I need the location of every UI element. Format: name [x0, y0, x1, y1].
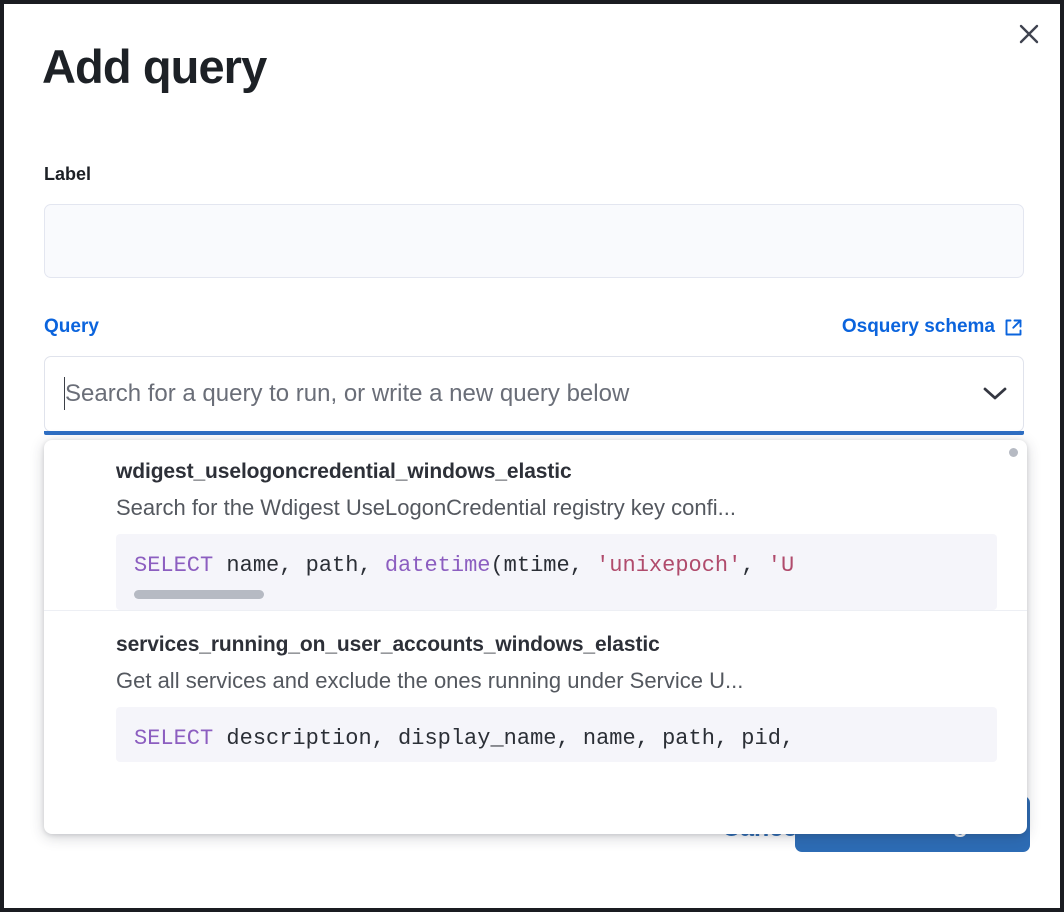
- code-tokens: SELECT name, path, datetime(mtime, 'unix…: [134, 553, 795, 578]
- label-input[interactable]: [44, 204, 1024, 278]
- query-combobox: [44, 356, 1024, 436]
- osquery-schema-link-label: Osquery schema: [841, 316, 995, 337]
- osquery-schema-link[interactable]: Osquery schema: [842, 316, 1024, 338]
- query-section-label: Query: [44, 316, 99, 337]
- code-tokens: SELECT description, display_name, name, …: [134, 725, 795, 751]
- dropdown-scrollbar-thumb[interactable]: [1009, 448, 1018, 457]
- list-item[interactable]: wdigest_uselogoncredential_windows_elast…: [44, 440, 1027, 610]
- list-item[interactable]: services_running_on_user_accounts_window…: [44, 609, 1027, 762]
- chevron-down-icon[interactable]: [967, 386, 1023, 402]
- external-link-icon: [1003, 316, 1024, 338]
- text-caret: [64, 377, 65, 410]
- list-item-title: wdigest_uselogoncredential_windows_elast…: [116, 460, 572, 483]
- close-icon: [1016, 21, 1042, 47]
- list-item-title: services_running_on_user_accounts_window…: [116, 632, 660, 656]
- code-scrollbar-thumb[interactable]: [134, 589, 264, 599]
- list-item-description: Search for the Wdigest UseLogonCredentia…: [116, 495, 736, 520]
- add-query-modal: Add query Label Query Osquery schema Can…: [4, 4, 1060, 908]
- query-combobox-box[interactable]: [44, 356, 1024, 432]
- close-button[interactable]: [1011, 16, 1047, 52]
- list-item-description: Get all services and exclude the ones ru…: [116, 667, 744, 693]
- page-title: Add query: [42, 40, 267, 93]
- list-item-code: SELECT description, display_name, name, …: [116, 706, 997, 762]
- query-search-input[interactable]: [45, 357, 967, 431]
- list-item-code: SELECT name, path, datetime(mtime, 'unix…: [116, 534, 997, 610]
- label-field-label: Label: [44, 164, 92, 184]
- combobox-focus-underline: [44, 431, 1024, 435]
- query-suggestions-dropdown: wdigest_uselogoncredential_windows_elast…: [44, 440, 1027, 834]
